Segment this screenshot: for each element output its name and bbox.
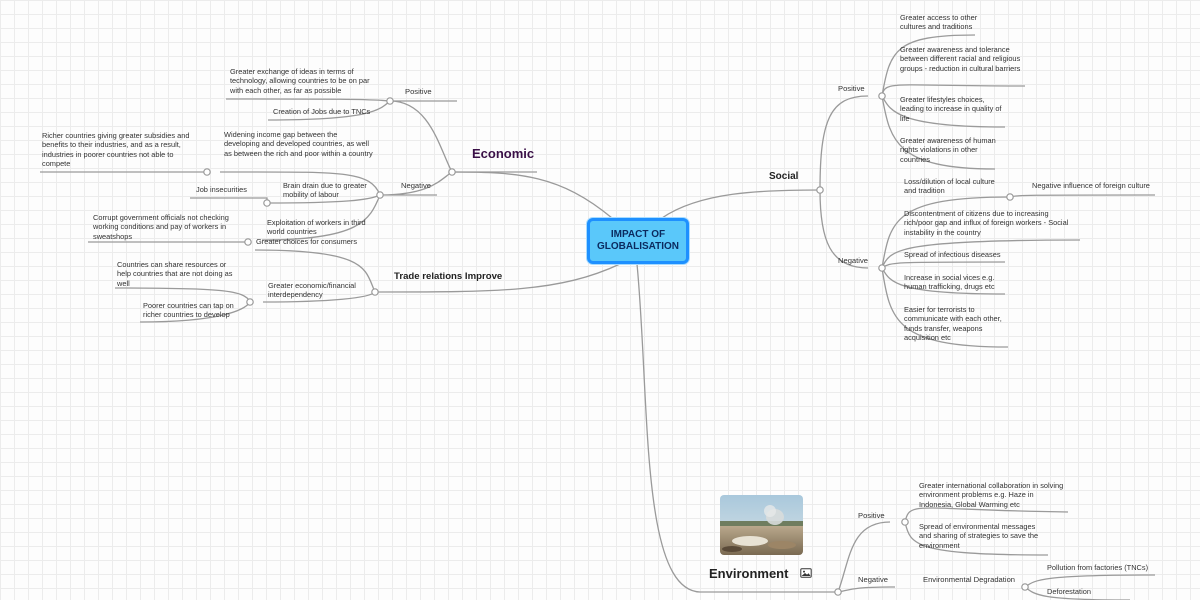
social-positive-item-cultures[interactable]: Greater access to other cultures and tra… [900,13,978,32]
economic-branch-title[interactable]: Economic [472,146,535,161]
economic-income-gap-sub[interactable]: Richer countries giving greater subsidie… [42,131,190,169]
social-negative-item-culture-loss[interactable]: Loss/dilution of local culture and tradi… [904,177,995,196]
central-topic-node[interactable]: IMPACT OF GLOBALISATION [587,218,689,264]
social-positive-item-human-rights[interactable]: Greater awareness of human rights violat… [900,136,996,164]
social-positive-label[interactable]: Positive [838,84,865,93]
environment-photo[interactable] [720,495,803,555]
economic-positive-item-ideas[interactable]: Greater exchange of ideas in terms of te… [230,67,370,95]
social-negative-item-vices[interactable]: Increase in social vices e.g. human traf… [904,273,995,292]
environment-degradation-label[interactable]: Environmental Degradation [923,575,1016,584]
environment-negative-label[interactable]: Negative [858,575,888,584]
environment-branch-title[interactable]: Environment [709,566,789,581]
trade-item-consumer-choices[interactable]: Greater choices for consumers [256,237,358,246]
economic-negative-item-exploitation[interactable]: Exploitation of workers in third world c… [267,218,366,237]
social-negative-item-discontentment[interactable]: Discontentment of citizens due to increa… [904,209,1069,237]
trade-interdependency-sub-share[interactable]: Countries can share resources or help co… [117,260,233,288]
social-branch-title[interactable]: Social [769,171,799,182]
economic-negative-item-brain-drain[interactable]: Brain drain due to greater mobility of l… [283,181,367,200]
central-title-line2: GLOBALISATION [596,241,680,252]
polluted-landscape-picture [720,495,803,555]
economic-brain-drain-sub[interactable]: Job insecurities [196,185,247,194]
social-negative-item-terrorism[interactable]: Easier for terrorists to communicate wit… [904,305,1002,343]
environment-positive-item-collaboration[interactable]: Greater international collaboration in s… [919,481,1064,509]
central-title-line1: IMPACT OF [610,229,666,240]
social-positive-item-lifestyle[interactable]: Greater lifestyles choices, leading to i… [900,95,1002,123]
image-icon[interactable] [800,568,812,578]
environment-degradation-item-deforestation[interactable]: Deforestation [1047,587,1091,596]
economic-negative-item-income-gap[interactable]: Widening income gap between the developi… [224,130,373,158]
link-center-economic [451,171,613,219]
social-culture-sub[interactable]: Negative influence of foreign culture [1032,181,1150,190]
environment-degradation-item-pollution[interactable]: Pollution from factories (TNCs) [1047,563,1149,572]
social-positive-item-tolerance[interactable]: Greater awareness and tolerance between … [900,45,1021,73]
economic-positive-label[interactable]: Positive [405,87,432,96]
economic-positive-item-jobs[interactable]: Creation of Jobs due to TNCs [273,107,371,116]
trade-item-interdependency[interactable]: Greater economic/financial interdependen… [268,281,356,300]
link-center-trade [374,263,621,293]
link-center-environment [636,263,838,593]
environment-positive-item-messages[interactable]: Spread of environmental messages and sha… [919,522,1039,550]
social-negative-label[interactable]: Negative [838,256,868,265]
economic-exploitation-sub[interactable]: Corrupt government officials not checkin… [93,213,229,241]
trade-branch-title[interactable]: Trade relations Improve [394,271,503,282]
link-center-social [661,189,821,219]
trade-interdependency-sub-tap[interactable]: Poorer countries can tap on richer count… [143,301,234,320]
social-negative-item-diseases[interactable]: Spread of infectious diseases [904,250,1001,259]
environment-positive-label[interactable]: Positive [858,511,885,520]
economic-negative-label[interactable]: Negative [401,181,431,190]
